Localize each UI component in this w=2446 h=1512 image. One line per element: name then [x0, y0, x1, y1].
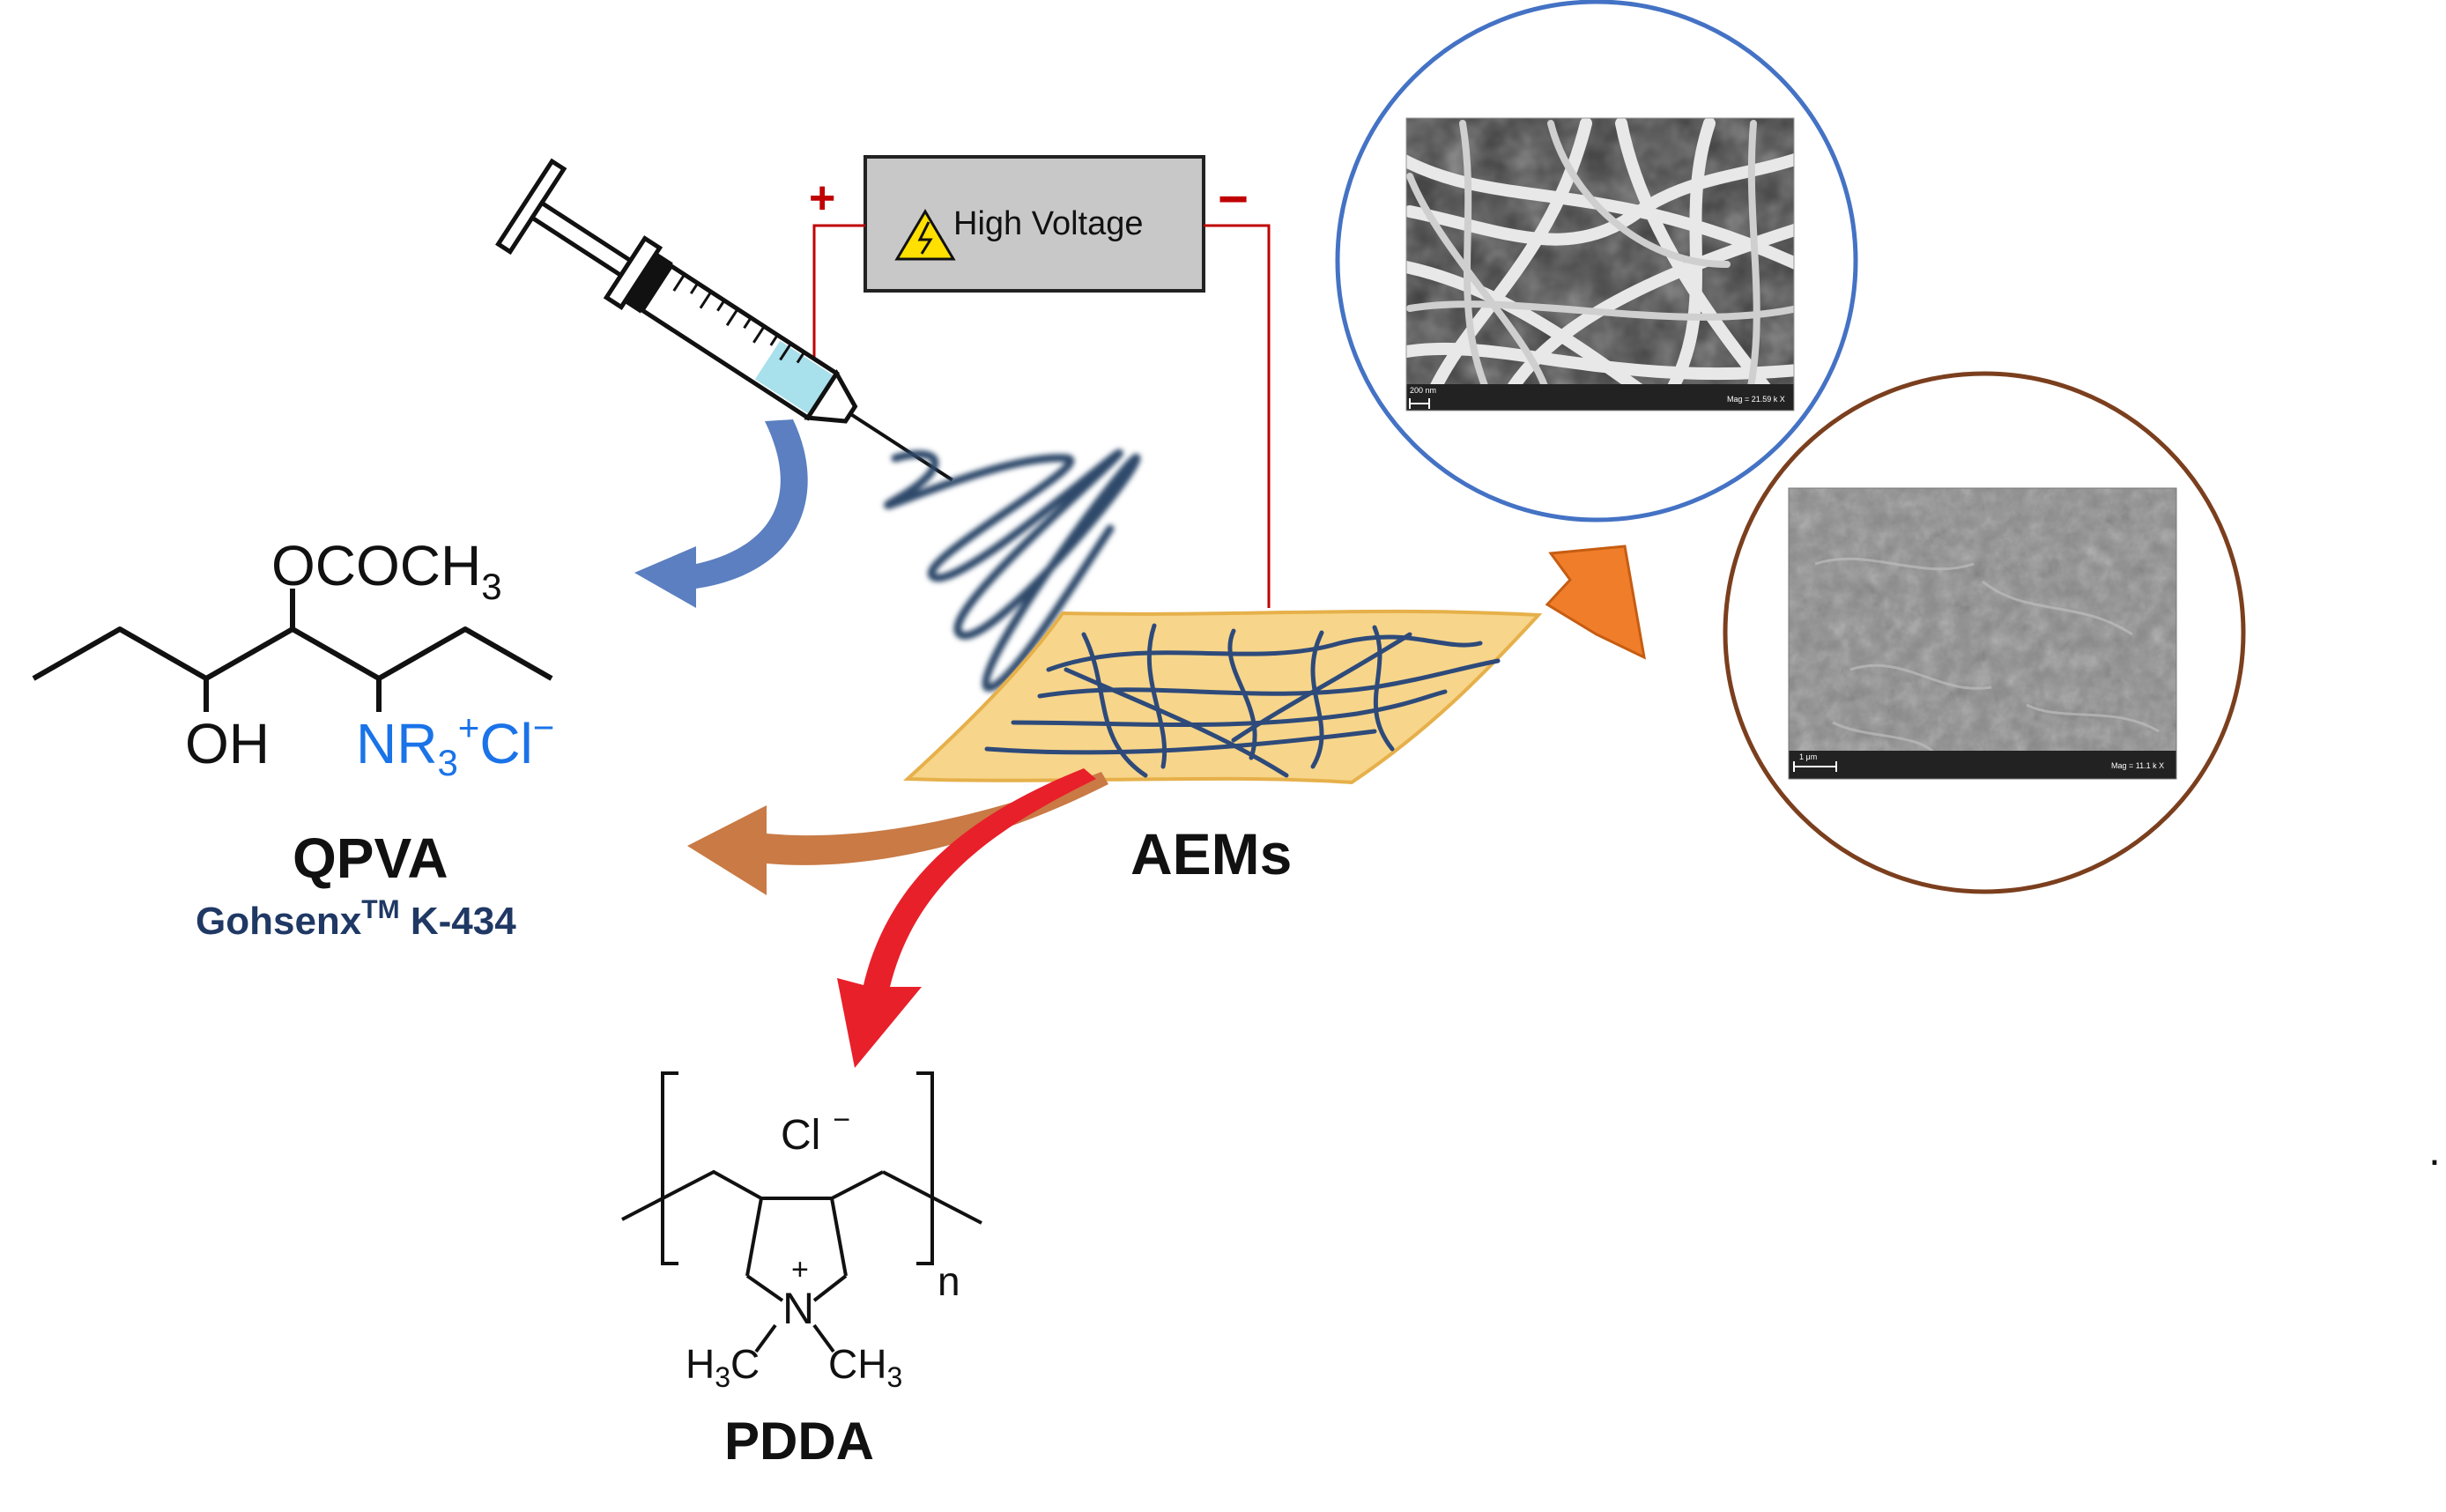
wire-positive [812, 224, 865, 398]
plus-sign: + [809, 173, 835, 224]
pdda-methyl-right: CH [828, 1341, 886, 1387]
pdda-methyl-left: H [686, 1341, 715, 1387]
pdda-name: PDDA [724, 1412, 874, 1471]
warning-icon [894, 209, 956, 261]
minus-sign: − [1218, 169, 1249, 228]
electrospinning-jet [884, 448, 1141, 692]
qpva-hydroxyl: OH [185, 712, 270, 775]
syringe-icon [495, 158, 953, 482]
qpva-acetate: OCOCH [271, 534, 481, 597]
pdda-methyl-left-c: C [730, 1341, 760, 1387]
qpva-acetate-sub: 3 [481, 566, 501, 607]
qpva-backbone [32, 626, 553, 681]
pdda-repeat-n: n [938, 1258, 960, 1304]
qpva-trade-mark: TM [361, 895, 399, 924]
pdda-n-plus: + [791, 1253, 809, 1286]
membrane [903, 609, 1543, 785]
pdda-n-atom: N [782, 1284, 814, 1333]
stray-mark: . [2428, 1125, 2441, 1175]
red-curved-arrow [837, 768, 1096, 1068]
qpva-name: QPVA [293, 826, 448, 890]
sem-bottom-mag-label: Mag = 11.1 k X [2111, 761, 2164, 770]
qpva-chloride-sup: − [533, 707, 555, 748]
svg-text:CH3: CH3 [828, 1341, 902, 1393]
qpva-ammonium-sup: + [458, 707, 480, 748]
qpva-trade-name: Gohsenx [196, 900, 362, 943]
orange-arrow [1545, 545, 1646, 660]
pdda-counter-ion: Cl [781, 1112, 820, 1159]
sem-image-bottom: 1 μm Mag = 11.1 k X [1723, 371, 2246, 894]
svg-text:NR3+Cl−: NR3+Cl− [356, 707, 554, 783]
pdda-counter-ion-sup: − [833, 1103, 850, 1137]
pdda-labels: Cl− + N H3C CH3 n PDDA [686, 1103, 960, 1471]
qpva-structure: OCOCH3 OH NR3+Cl− QPVA GohsenxTM K-434 [32, 534, 554, 943]
svg-text:H3C: H3C [686, 1341, 760, 1393]
pdda-methyl-left-sub: 3 [715, 1361, 730, 1393]
qpva-ammonium-sub: 3 [437, 742, 457, 783]
pdda-methyl-right-sub: 3 [886, 1361, 902, 1393]
qpva-chloride: Cl [479, 712, 532, 775]
blue-curved-arrow [634, 419, 808, 608]
pdda-structure [621, 1071, 982, 1353]
pdda-backbone [621, 1169, 762, 1221]
sem-top-mag-label: Mag = 21.59 k X [1727, 395, 1785, 404]
pdda-bracket-right [916, 1071, 934, 1265]
qpva-trade-grade: K-434 [400, 900, 517, 943]
svg-text:OCOCH3: OCOCH3 [271, 534, 502, 607]
svg-text:Cl−: Cl− [781, 1103, 850, 1159]
scale-bar-top [1409, 398, 1430, 409]
svg-text:GohsenxTM K-434: GohsenxTM K-434 [196, 895, 516, 943]
qpva-ammonium: NR [356, 712, 437, 775]
pdda-bracket-left [661, 1071, 678, 1265]
power-supply: High Voltage + − [809, 155, 1271, 608]
aem-label: AEMs [1130, 821, 1292, 886]
high-voltage-label: High Voltage [953, 205, 1144, 242]
tan-curved-arrow [687, 772, 1108, 895]
sem-top-scale-label: 200 nm [1410, 386, 1436, 395]
scale-bar-bottom [1793, 761, 1837, 772]
sem-bottom-scale-label: 1 μm [1799, 752, 1817, 761]
wire-negative [1204, 224, 1271, 608]
sem-image-top: 200 nm Mag = 21.59 k X [1335, 0, 1858, 523]
membrane-fibers [984, 623, 1501, 778]
